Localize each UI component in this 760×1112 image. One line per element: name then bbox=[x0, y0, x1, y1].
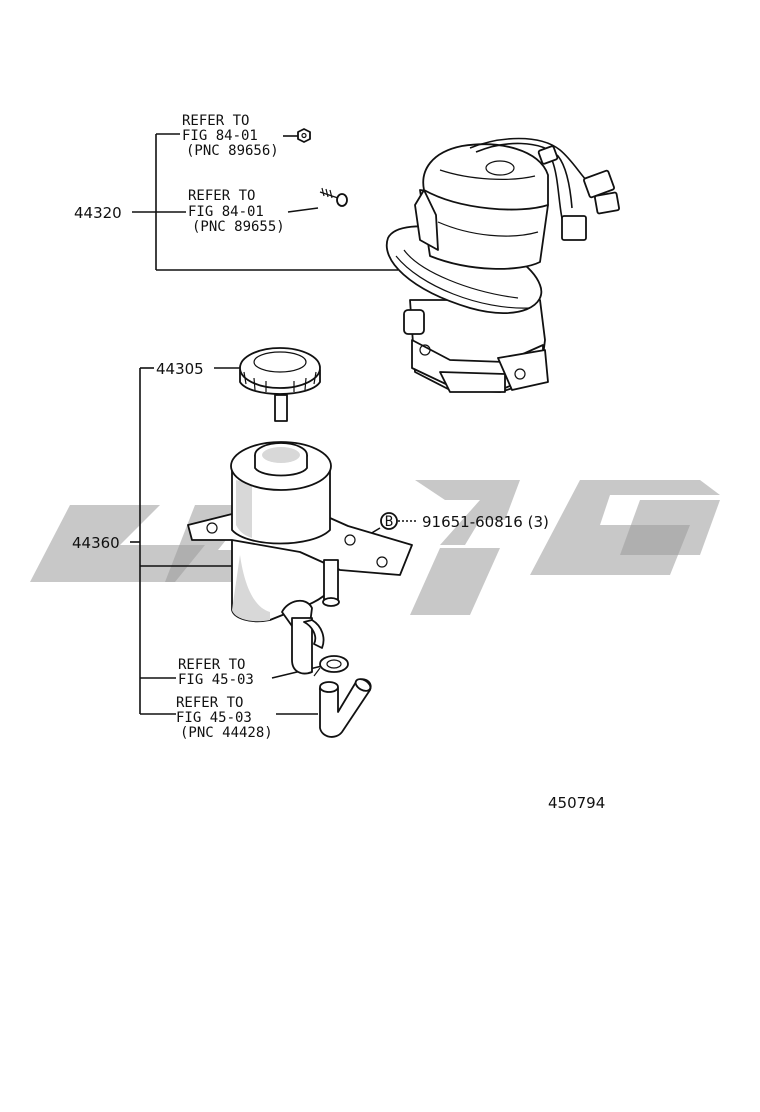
bolt-marker: B bbox=[380, 512, 398, 530]
reference-note-1: REFER TO FIG 84-01 (PNC 89656) bbox=[182, 113, 279, 159]
part-number-44320: 44320 bbox=[74, 204, 122, 222]
diagram-id: 450794 bbox=[548, 794, 605, 812]
reservoir-cap bbox=[239, 347, 321, 422]
reference-note-2-line2: FIG 84-01 bbox=[188, 204, 264, 220]
reference-note-3: REFER TO FIG 45-03 bbox=[178, 657, 254, 688]
reference-note-4: REFER TO FIG 45-03 (PNC 44428) bbox=[176, 695, 273, 741]
reference-note-1-line3: (PNC 89656) bbox=[186, 143, 279, 159]
reference-note-3-line1: REFER TO bbox=[178, 657, 245, 673]
fan-motor-assembly bbox=[385, 137, 620, 393]
nut-icon bbox=[297, 128, 311, 143]
reference-note-2-line1: REFER TO bbox=[188, 188, 255, 204]
part-number-44360: 44360 bbox=[72, 534, 120, 552]
reference-note-4-line3: (PNC 44428) bbox=[180, 725, 273, 741]
hose-clamp-assembly bbox=[291, 617, 349, 677]
reservoir-tank bbox=[187, 441, 413, 627]
reference-note-4-line1: REFER TO bbox=[176, 695, 243, 711]
leader-lines bbox=[130, 133, 418, 715]
reference-note-4-line2: FIG 45-03 bbox=[176, 710, 252, 726]
reference-note-3-line2: FIG 45-03 bbox=[178, 672, 254, 688]
reference-note-1-line1: REFER TO bbox=[182, 113, 249, 129]
reference-note-2: REFER TO FIG 84-01 (PNC 89655) bbox=[188, 188, 285, 235]
elbow-hose bbox=[319, 678, 372, 738]
reference-note-1-line2: FIG 84-01 bbox=[182, 128, 258, 144]
part-number-91651: 91651-60816 (3) bbox=[422, 513, 549, 531]
screw-icon bbox=[319, 187, 348, 207]
part-number-44305: 44305 bbox=[156, 360, 204, 378]
bolt-marker-letter: B bbox=[385, 514, 393, 530]
reference-note-2-line3: (PNC 89655) bbox=[192, 219, 285, 235]
